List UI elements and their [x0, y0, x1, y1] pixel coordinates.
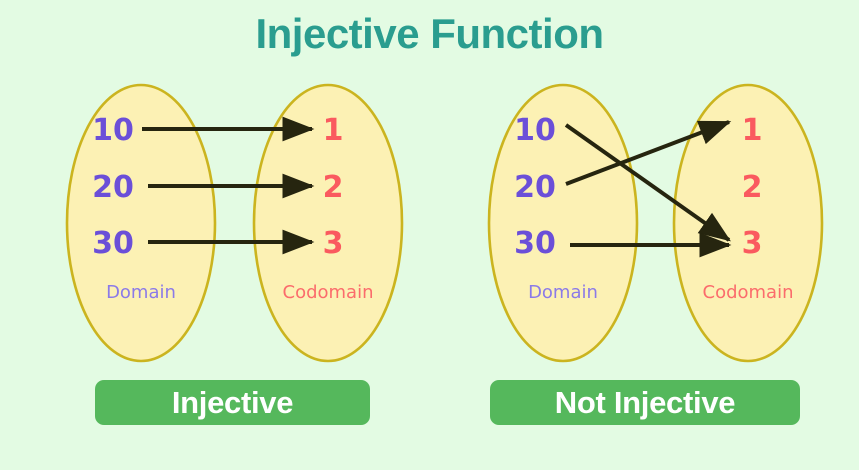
codomain-ellipse-left — [252, 83, 404, 363]
panel-left: 10 20 30 1 2 3 Domain Codomain — [65, 83, 404, 363]
domain-value-30-left: 30 — [92, 226, 134, 261]
codomain-ellipse-right — [672, 83, 824, 363]
page-title: Injective Function — [255, 10, 604, 57]
codomain-value-3-right: 3 — [742, 226, 763, 261]
codomain-value-2-right: 2 — [742, 170, 763, 205]
domain-label-left: Domain — [106, 282, 176, 303]
codomain-value-1-right: 1 — [742, 113, 763, 148]
arrow-right-10-to-3 — [564, 123, 731, 242]
domain-ellipse-left — [65, 83, 217, 363]
codomain-value-1-left: 1 — [323, 113, 344, 148]
domain-label-right: Domain — [528, 282, 598, 303]
domain-value-20-left: 20 — [92, 170, 134, 205]
verdict-badge-right: Not Injective — [490, 380, 800, 425]
domain-value-20-right: 20 — [514, 170, 556, 205]
arrow-right-20-to-1 — [565, 120, 732, 186]
domain-value-10-right: 10 — [514, 113, 556, 148]
codomain-value-2-left: 2 — [323, 170, 344, 205]
codomain-label-left: Codomain — [283, 282, 374, 303]
codomain-label-right: Codomain — [703, 282, 794, 303]
panel-right: 10 20 30 1 2 3 Domain Codomain — [487, 83, 824, 363]
verdict-badge-left: Injective — [95, 380, 370, 425]
codomain-value-3-left: 3 — [323, 226, 344, 261]
domain-value-30-right: 30 — [514, 226, 556, 261]
domain-value-10-left: 10 — [92, 113, 134, 148]
domain-ellipse-right — [487, 83, 639, 363]
